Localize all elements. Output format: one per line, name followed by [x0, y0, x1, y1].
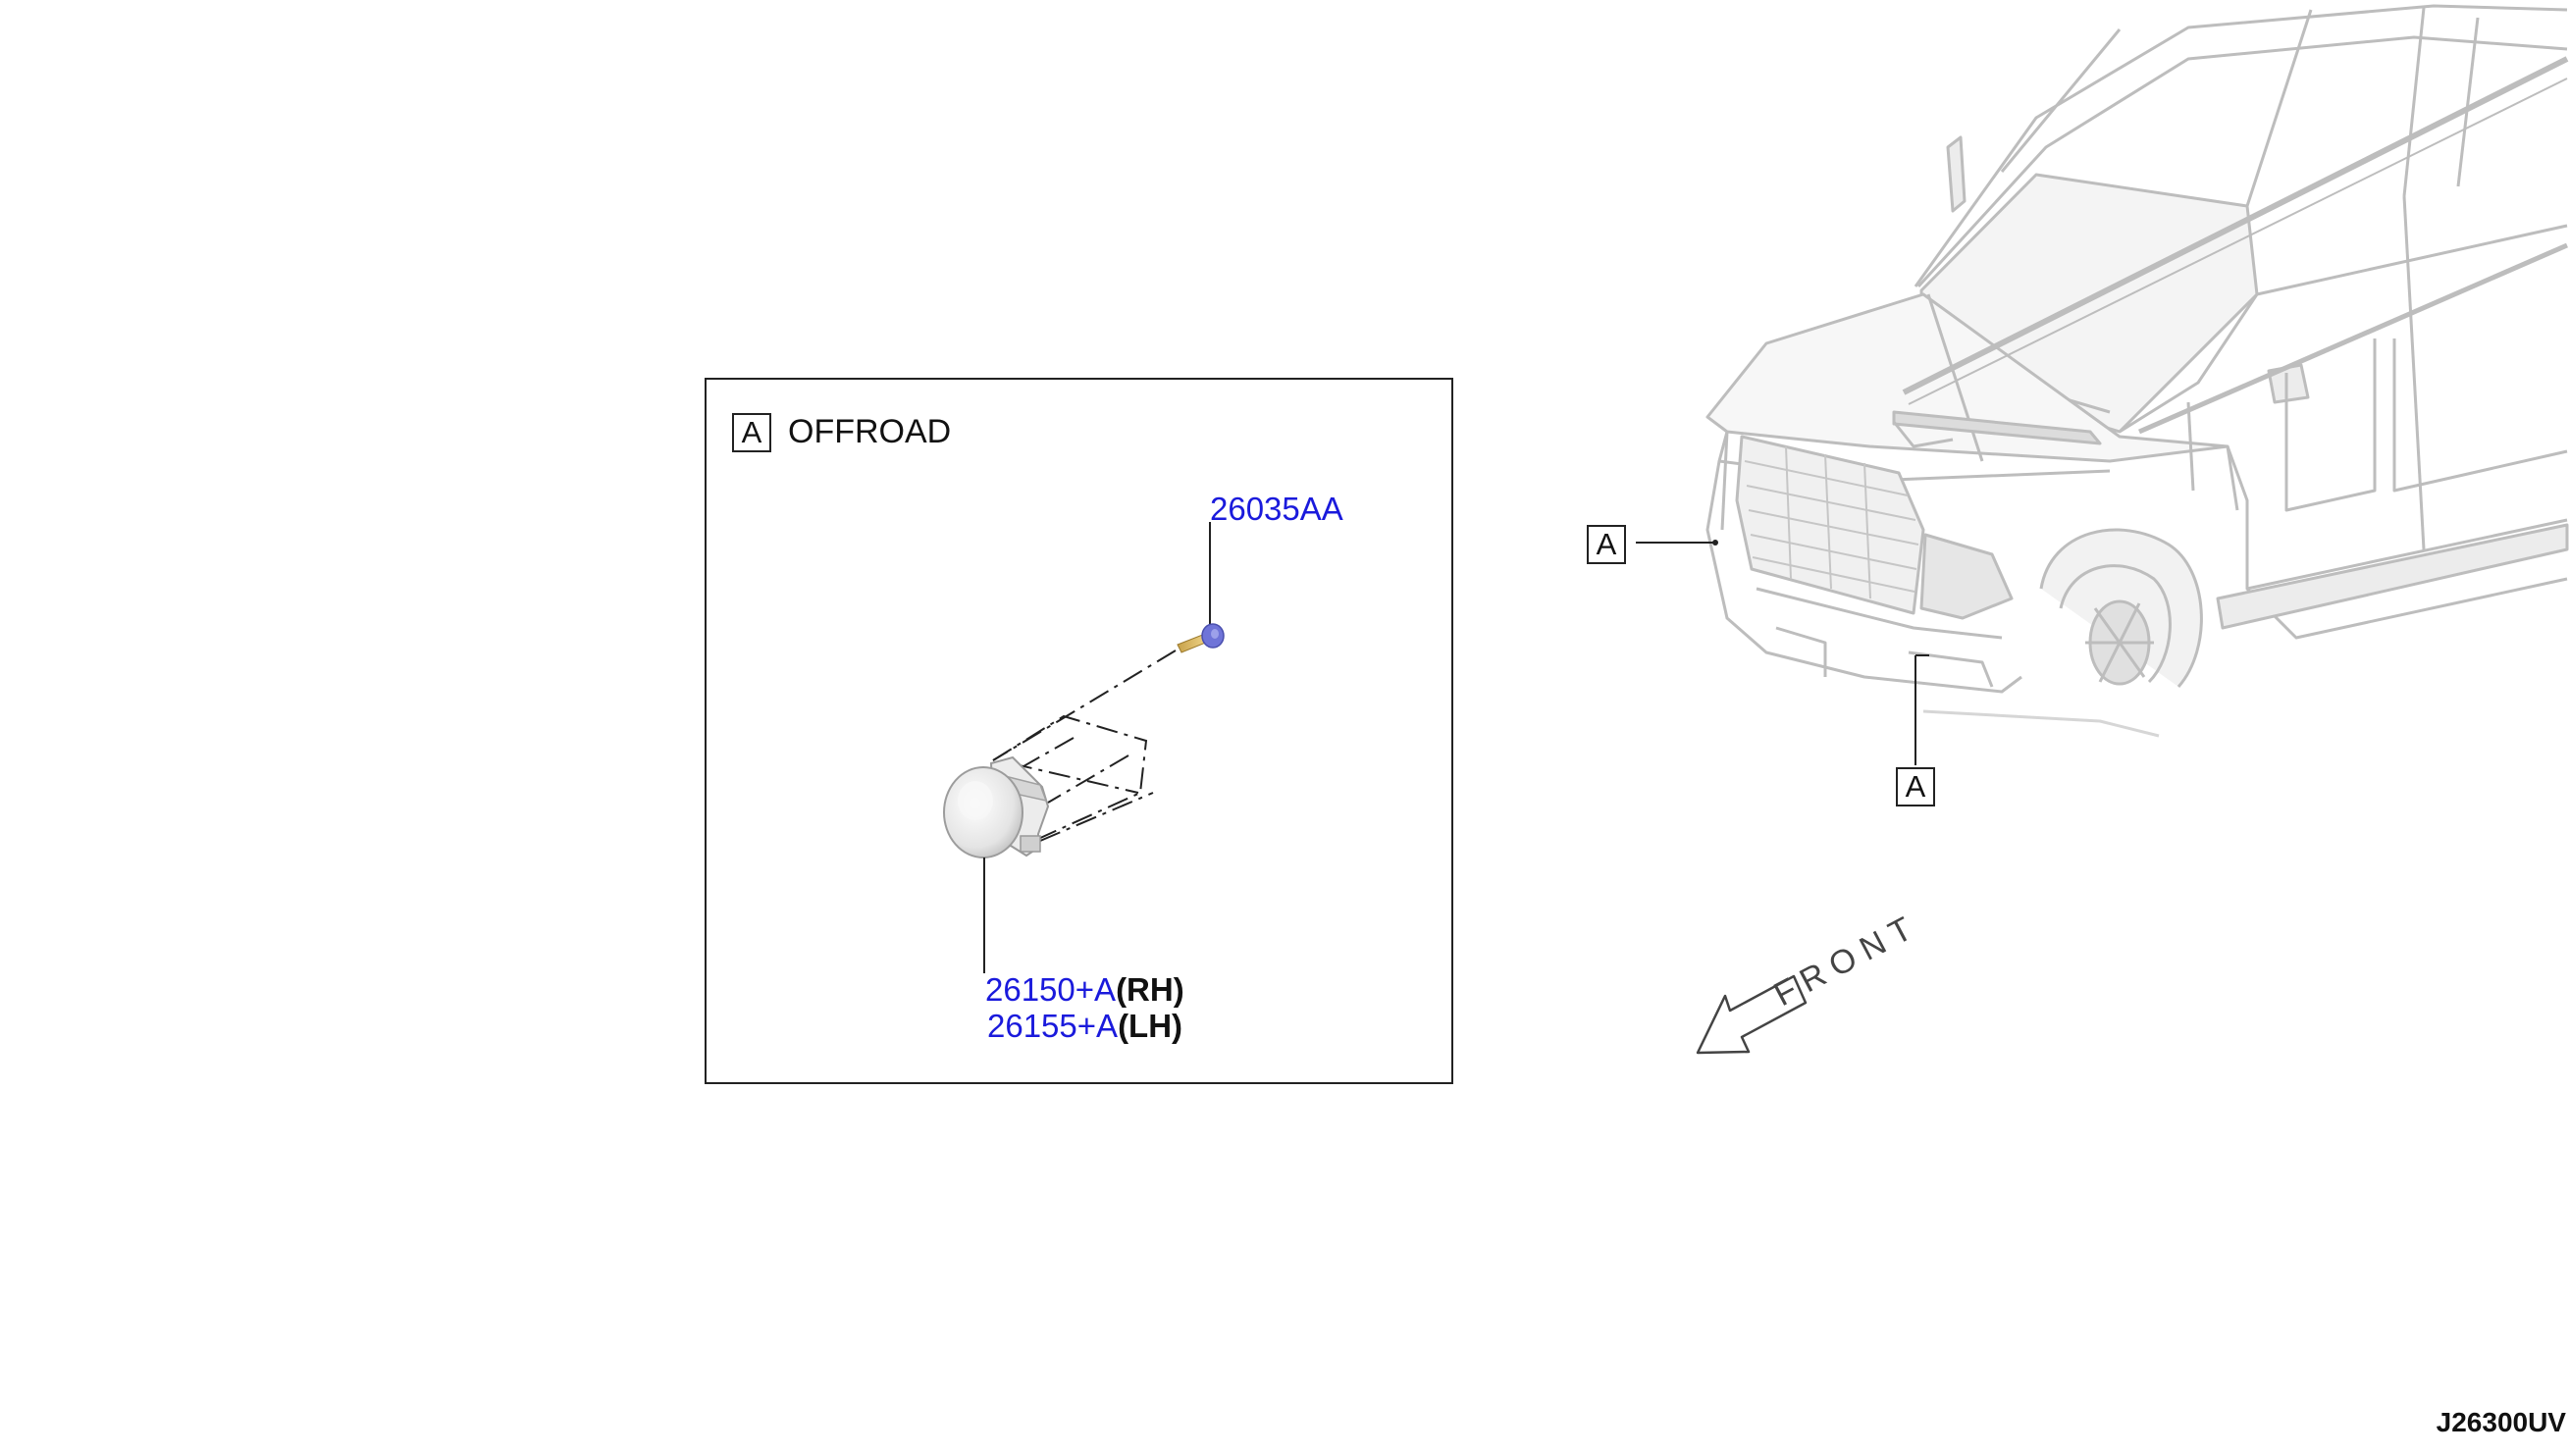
bolt-part-number[interactable]: 26035AA	[1210, 491, 1343, 527]
inset-section-box: A	[732, 413, 771, 452]
lamp-lh-callout: 26155+A(LH)	[987, 1010, 1182, 1042]
lamp-lh-side: (LH)	[1118, 1008, 1183, 1044]
diagram-code: J26300UV	[2436, 1407, 2566, 1437]
bolt-part	[1177, 623, 1225, 653]
front-arrow-icon	[1696, 974, 1808, 1055]
lamp-rh-part-number[interactable]: 26150+A	[985, 971, 1117, 1008]
inset-title: OFFROAD	[788, 413, 952, 450]
vehicle-ref-left[interactable]: A	[1587, 525, 1626, 564]
vehicle-ref-bottom[interactable]: A	[1896, 767, 1935, 806]
lamp-lh-part-number[interactable]: 26155+A	[987, 1008, 1119, 1044]
assembly-lines	[992, 650, 1177, 842]
vehicle-illustration	[1705, 4, 2569, 738]
lamp-rh-side: (RH)	[1116, 971, 1184, 1008]
inset-frame	[705, 378, 1453, 1084]
lamp-rh-callout: 26150+A(RH)	[985, 973, 1184, 1006]
fog-lamp-part	[943, 755, 1050, 858]
